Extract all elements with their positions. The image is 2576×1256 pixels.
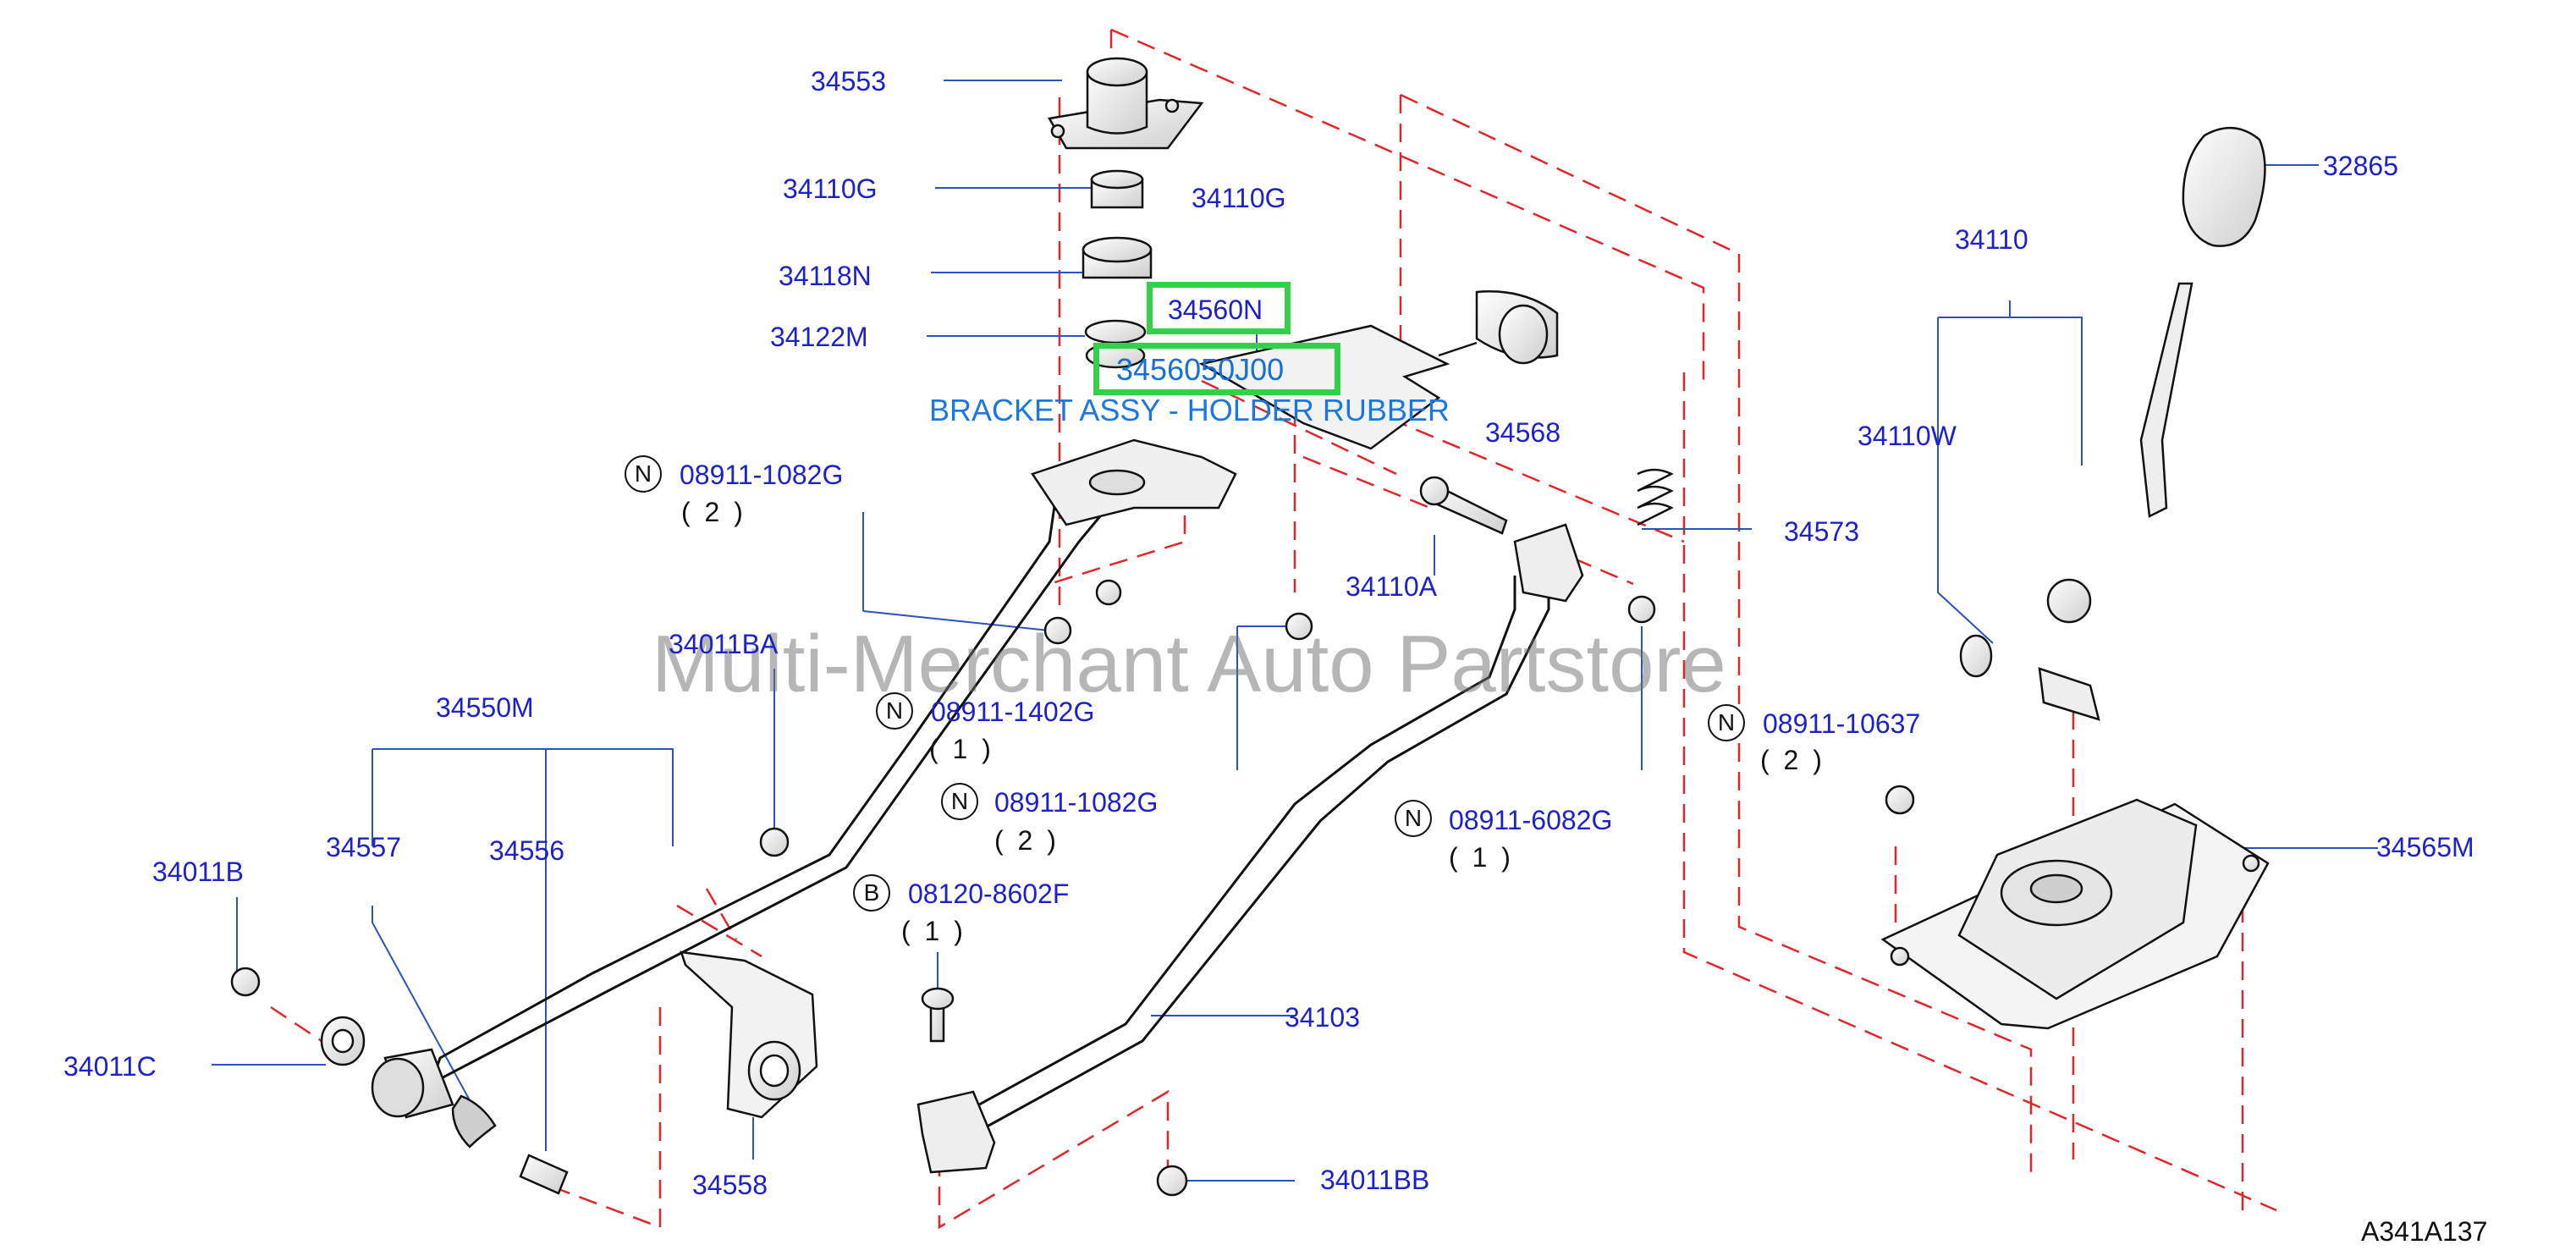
part-label-34118n[interactable]: 34118N [779,261,872,291]
part-label-34557[interactable]: 34557 [326,832,401,862]
part-shapes [230,57,2270,1197]
fastener-badge: N [876,692,913,730]
part-label-34565m[interactable]: 34565M [2376,832,2474,862]
part-label-34110w[interactable]: 34110W [1858,421,1957,451]
fastener-qty: ( 2 ) [994,825,1060,856]
fastener-label-08911-1082g-a[interactable]: 08911-1082G [680,460,844,490]
highlight-part-label: 34560N [1168,295,1263,325]
fastener-badge: N [1708,704,1745,741]
part-label-34110[interactable]: 34110 [1955,224,2028,255]
knob-32865 [2182,126,2266,247]
fastener-badge: B [853,874,890,912]
fastener-qty: ( 1 ) [929,734,994,764]
highlight-part-number: 3456050J00 [1116,352,1285,387]
part-label-34553[interactable]: 34553 [811,66,886,96]
part-label-34558[interactable]: 34558 [692,1170,768,1200]
bracket-34558 [680,950,818,1119]
lever-34110 [2139,282,2193,518]
part-label-34550m[interactable]: 34550M [436,692,534,723]
part-label-34103[interactable]: 34103 [1285,1002,1360,1033]
fastener-label-08911-6082g[interactable]: 08911-6082G [1449,805,1613,835]
part-label-34568[interactable]: 34568 [1485,417,1560,448]
leader-lines [212,80,2378,1182]
part-label-34122m[interactable]: 34122M [770,322,868,352]
fastener-qty: ( 1 ) [1449,842,1514,873]
highlight-box-part-number[interactable]: 3456050J00 [1093,343,1340,395]
fastener-qty: ( 2 ) [681,497,746,527]
nut [1043,616,1072,645]
diagram-code: A341A137 [2361,1216,2488,1247]
fastener-label-08911-1402g[interactable]: 08911-1402G [931,697,1095,727]
part-label-34110g-left[interactable]: 34110G [783,174,878,204]
highlight-description: BRACKET ASSY - HOLDER RUBBER [929,393,1450,427]
fastener-badge: N [941,783,978,820]
fastener-badge: N [625,455,662,493]
part-label-34011bb[interactable]: 34011BB [1320,1165,1430,1195]
fastener-label-08911-10637[interactable]: 08911-10637 [1763,708,1921,739]
highlight-box-34560n[interactable]: 34560N [1147,282,1291,334]
bracket-34560 [1198,324,1450,450]
fastener-label-08911-1082g-b[interactable]: 08911-1082G [994,787,1159,818]
part-label-34011b[interactable]: 34011B [152,857,244,887]
fastener-qty: ( 2 ) [1760,745,1825,775]
part-label-34011ba[interactable]: 34011BA [669,629,779,659]
fastener-badge: N [1395,800,1432,837]
fastener-label-08120-8602f[interactable]: 08120-8602F [908,879,1070,909]
part-label-34110g-right[interactable]: 34110G [1192,183,1286,213]
fastener-qty: ( 1 ) [901,916,966,946]
part-label-34556[interactable]: 34556 [489,835,564,866]
part-label-34011c[interactable]: 34011C [63,1051,157,1082]
part-label-34573[interactable]: 34573 [1784,516,1859,547]
part-label-32865[interactable]: 32865 [2323,151,2398,181]
part-label-34110a[interactable]: 34110A [1346,571,1437,602]
